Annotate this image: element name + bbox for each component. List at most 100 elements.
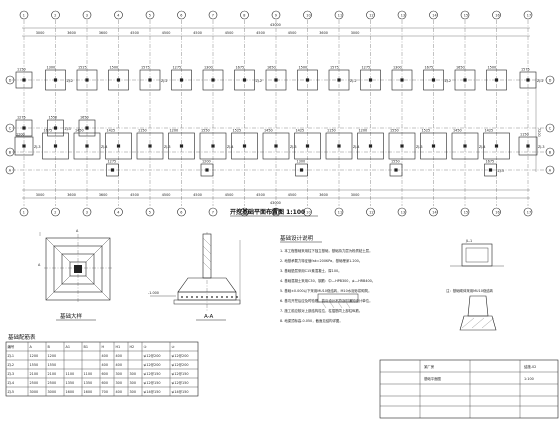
footing-tag: ZJ-2 [445, 79, 452, 83]
footing-outline [518, 136, 538, 156]
footing-outline [483, 132, 510, 160]
footing-outline [42, 132, 69, 160]
footing-tag: ZJ-4 [479, 145, 486, 149]
bay-dim: 4500 [193, 31, 202, 35]
footing-dim: 1450 [75, 129, 84, 133]
column-mark [179, 78, 184, 82]
bay-dim: 4500 [288, 193, 297, 197]
footing-outline [47, 119, 64, 137]
footing-outline [297, 69, 318, 91]
note-line: 4. 基础混凝土采用C30，钢筋：中—HPB300，⊈—HRB400。 [280, 278, 375, 283]
footing-dim: 1575 [141, 66, 150, 70]
table-cell: ⊈12@200 [172, 354, 189, 358]
footing-outline [45, 69, 66, 91]
column-mark [205, 168, 209, 172]
bay-dim: 4500 [162, 193, 171, 197]
bay-dim: 4500 [225, 31, 234, 35]
design-notes: 基础设计说明 1. 本工程基础采用柱下独立基础，基础持力层为粉质粘土层。2. 地… [280, 234, 375, 323]
table-header-cell: H1 [116, 345, 121, 349]
note-line: 3. 基础垫层采用C15素混凝土，厚100。 [280, 268, 342, 273]
table-cell: 1100 [66, 372, 75, 376]
axis-label: B [9, 150, 12, 154]
axis-label: 1 [23, 210, 25, 214]
column-mark [463, 78, 467, 82]
table-cell: 1350 [66, 381, 75, 385]
footing-tag: ZJ-4 [353, 145, 360, 149]
table-cell: ⊈12@200 [144, 354, 161, 358]
footing-outline [200, 163, 214, 177]
axis-bubble [145, 10, 155, 20]
axis-label: 8 [243, 13, 245, 17]
axis-label: 13 [401, 210, 405, 214]
axis-label: 11 [338, 13, 342, 17]
column-mark [431, 144, 436, 148]
column-mark [463, 144, 467, 148]
column-mark [337, 144, 341, 148]
axis-label: 9 [275, 210, 277, 214]
footing-outline [14, 136, 34, 156]
table-cell: ⊈14@150 [172, 390, 189, 394]
table-cell: 300 [116, 372, 122, 376]
footing-outline [357, 132, 384, 160]
bay-dim: 4500 [256, 31, 265, 35]
footing-dim: 1500 [299, 66, 308, 70]
column-mark [242, 144, 247, 148]
footing-dim: 1650 [80, 116, 89, 120]
title-scale: 1:100 [524, 377, 534, 381]
column-mark [400, 144, 404, 148]
footing-tag: ZJ-2 [537, 79, 544, 83]
axis-label: 4 [117, 13, 119, 17]
footing-dim: 1150 [327, 129, 336, 133]
footing-outline [105, 132, 132, 160]
axis-bubble [429, 207, 438, 217]
footing-dim: 1300 [297, 160, 306, 164]
rebar-dot [191, 296, 193, 298]
footing-outline [262, 132, 290, 160]
footing-outline [360, 69, 381, 91]
footing-outline [76, 69, 98, 91]
section-aa: -1.000 A-A [148, 232, 241, 321]
rebar-dot [201, 296, 203, 298]
axis-bubble [82, 10, 92, 20]
column-mark [368, 78, 373, 82]
footing-dim: 1550 [201, 129, 210, 133]
rebar-dot [231, 296, 233, 298]
table-cell: 2500 [48, 381, 57, 385]
axis-label: 14 [432, 13, 436, 17]
column-mark [274, 144, 278, 148]
axis-label: A [9, 168, 12, 172]
axis-bubble [177, 207, 186, 217]
table-cell: ⊈12@200 [144, 363, 161, 367]
footing-dim: 1500 [110, 66, 119, 70]
footing-outline [389, 163, 403, 177]
table-header-cell: A [30, 345, 33, 349]
axis-label: 12 [369, 13, 373, 17]
footing-tag: ZJ-4 [101, 145, 108, 149]
footing-dim: 1650 [456, 66, 465, 70]
column-mark [400, 78, 404, 82]
footing-outline [106, 163, 119, 177]
axis-bubble [114, 207, 123, 217]
column-mark [85, 144, 89, 148]
footing-dim: 1425 [107, 129, 116, 133]
table-cell: ZJ-2 [8, 363, 15, 367]
footing-outline [108, 69, 129, 91]
table-cell: 700 [102, 390, 108, 394]
bay-dim: 3000 [36, 193, 45, 197]
axis-label: 16 [495, 210, 499, 214]
axis-bubble [208, 10, 218, 20]
table-header-cell: H2 [130, 345, 135, 349]
column-mark [85, 126, 89, 130]
footing-tag: ZJ-3 [290, 145, 297, 149]
axis-bubble [366, 207, 375, 217]
table-cell: 1600 [66, 390, 75, 394]
table-cell: 400 [116, 363, 122, 367]
footing-dim: 1425 [296, 129, 305, 133]
table-cell: 3000 [48, 390, 57, 394]
axis-bubble [51, 10, 60, 20]
note-line: 5. 基础±0.000以下采用MU10烧结砖，M10水泥砂浆砌筑。 [280, 288, 371, 293]
table-cell: 1200 [48, 354, 57, 358]
column-mark [148, 78, 152, 82]
